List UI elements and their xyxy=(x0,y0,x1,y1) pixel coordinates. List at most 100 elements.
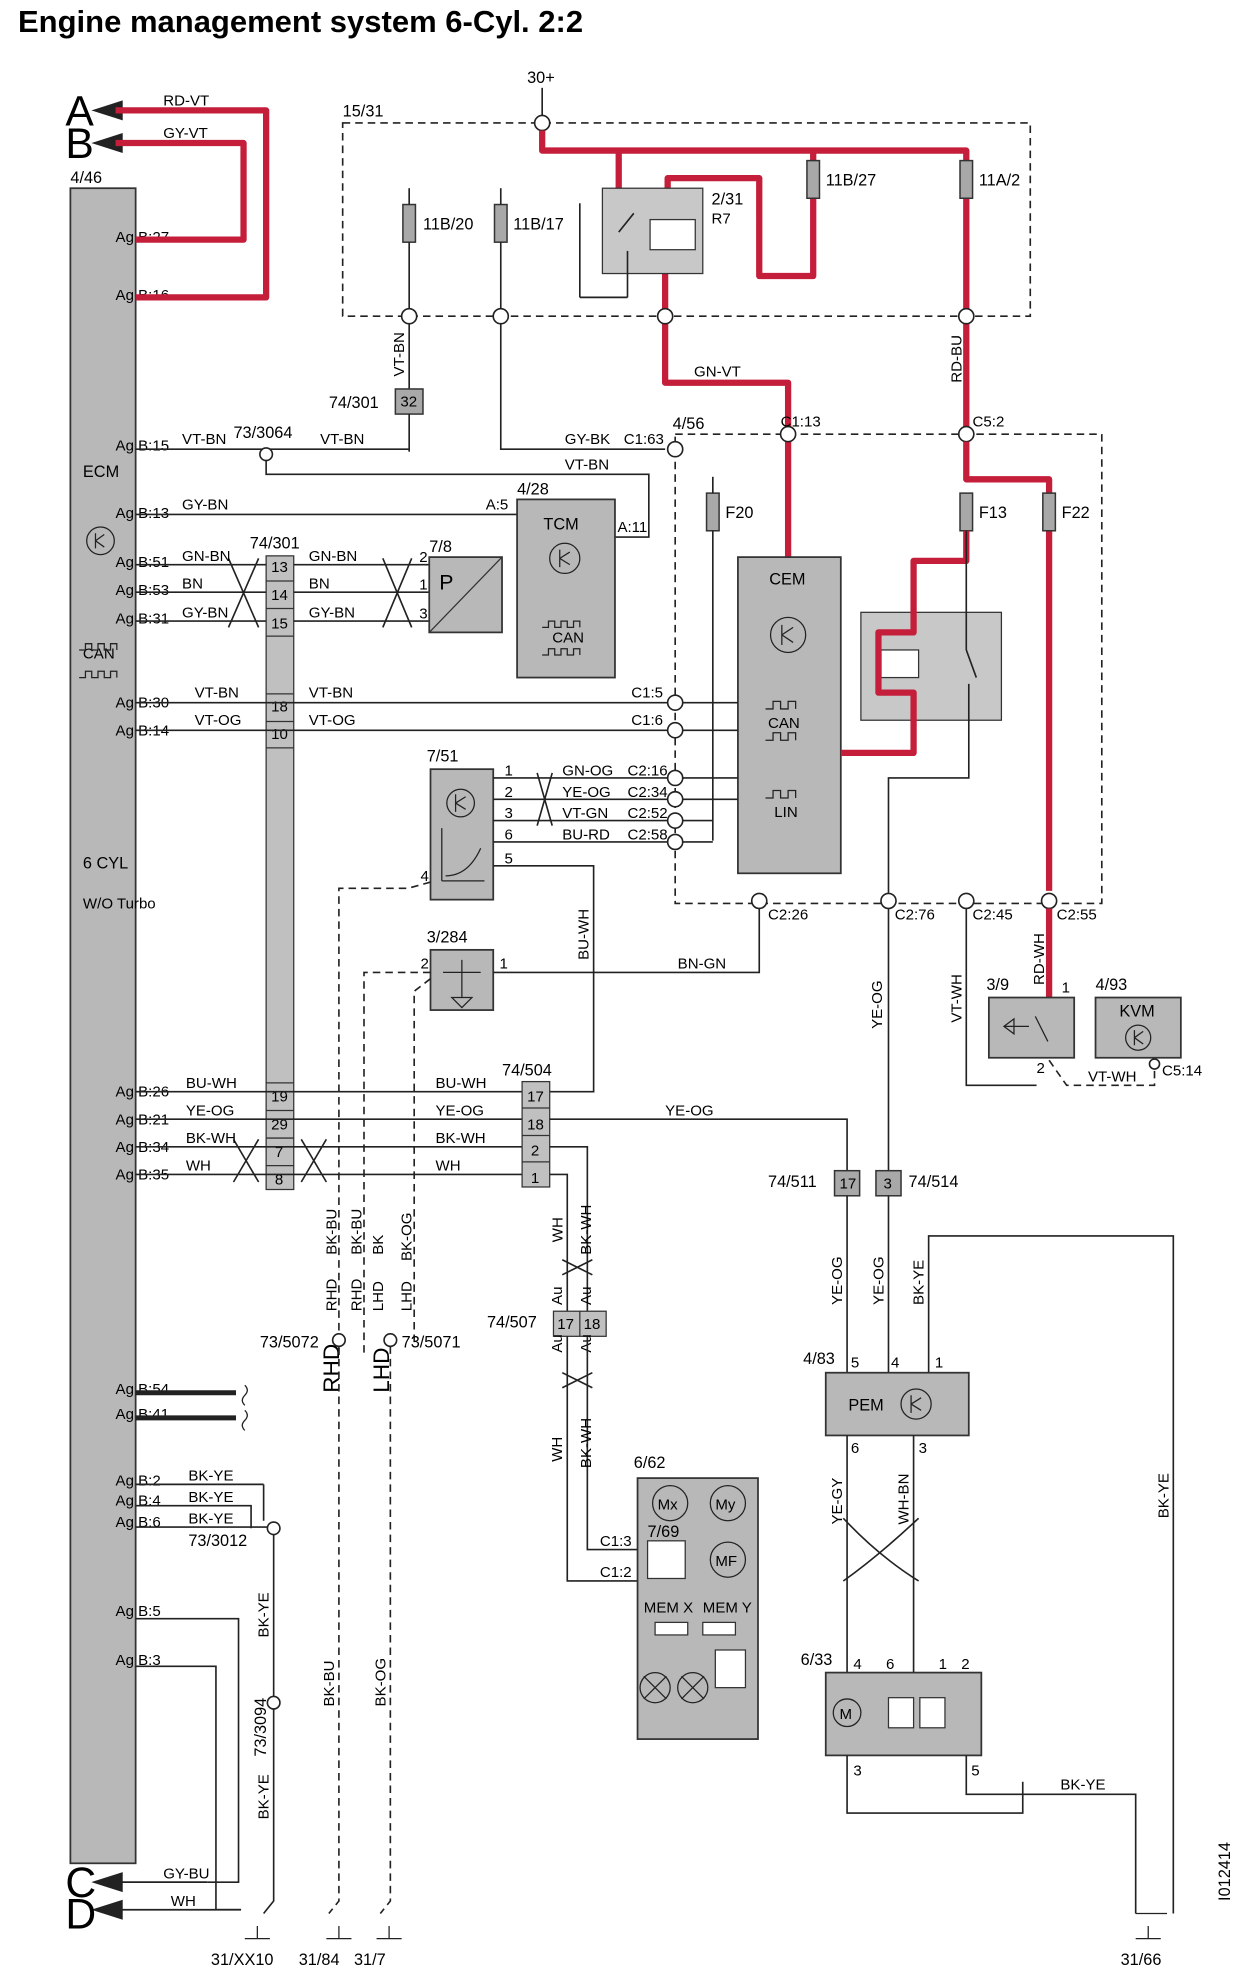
wire-label: GY-BN xyxy=(309,604,355,621)
pin-label: 18 xyxy=(584,1316,601,1333)
pin-label: 18 xyxy=(271,698,288,715)
component-ref: 73/3012 xyxy=(188,1532,247,1550)
wire-label: BK-WH xyxy=(436,1130,486,1147)
pin-label: 7 xyxy=(275,1144,283,1161)
pin-label: 4 xyxy=(891,1355,899,1372)
wire-label: VT-WH xyxy=(1088,1069,1136,1086)
pin-label: 2 xyxy=(420,956,428,973)
ground-label: 31/7 xyxy=(354,1951,386,1969)
component-ref: 74/504 xyxy=(502,1061,552,1079)
component-ref: 7/8 xyxy=(429,538,452,556)
wire-label: BU-WH xyxy=(436,1075,487,1092)
can-label: CAN xyxy=(768,715,800,732)
wire-label: VT-BN xyxy=(565,456,609,473)
pin-label: C1:63 xyxy=(624,431,664,448)
fuse-label: F20 xyxy=(725,504,753,522)
fuse-f22 xyxy=(1042,492,1057,532)
component-ref: 73/5071 xyxy=(402,1334,461,1352)
wire-label: RD-BU xyxy=(948,335,965,383)
wire-label: YE-OG xyxy=(870,1256,887,1305)
wire-label: YE-OG xyxy=(562,784,610,801)
component-ref: 3/284 xyxy=(427,928,468,946)
pin-label: C2:16 xyxy=(628,762,668,779)
wire-label: RHD xyxy=(348,1278,365,1311)
pin-label: 5 xyxy=(505,850,513,867)
wire-label: BK-YE xyxy=(911,1260,928,1305)
wire-label: BK-YE xyxy=(188,1489,233,1506)
pin-label: 6 xyxy=(851,1440,859,1457)
pin-label: C2:58 xyxy=(628,826,668,843)
component-ref: 6/62 xyxy=(634,1454,666,1472)
wire-label: BK-OG xyxy=(372,1658,389,1707)
component-ref: 73/3094 xyxy=(252,1698,270,1757)
wire-label: BK-BU xyxy=(323,1209,340,1255)
ecm-sub: W/O Turbo xyxy=(83,895,156,912)
pin-label: 1 xyxy=(531,1170,539,1187)
component-ref: 4/83 xyxy=(803,1350,835,1368)
pin-label: C1:2 xyxy=(600,1564,632,1581)
fuse-11b17 xyxy=(493,203,508,243)
motor-label: My xyxy=(715,1496,736,1513)
wire-label: BK-YE xyxy=(256,1592,273,1637)
wire-label: BU-WH xyxy=(576,909,593,960)
wire-label: BN xyxy=(309,575,330,592)
actuator-6-62 xyxy=(636,1477,759,1740)
pin-label: 2 xyxy=(419,549,427,566)
pin-label: C2:76 xyxy=(895,907,935,924)
pin-label: 3 xyxy=(419,606,427,623)
wire-label: BN-GN xyxy=(678,956,726,973)
wire-label: WH xyxy=(549,1217,566,1242)
pin-label: C2:55 xyxy=(1057,907,1097,924)
wire-label: BK-YE xyxy=(256,1774,273,1819)
component-ref: 7/69 xyxy=(648,1523,680,1541)
component-ref: 7/51 xyxy=(427,748,459,766)
pin-label: 13 xyxy=(271,559,288,576)
ecm-variant: 6 CYL xyxy=(83,854,128,872)
wire-label: BK-BU xyxy=(321,1660,338,1706)
pin-label: 8 xyxy=(275,1171,283,1188)
wire-label: VT-BN xyxy=(320,431,364,448)
fuse-11a2 xyxy=(959,159,974,200)
supply-label: 30+ xyxy=(527,69,555,87)
wire-label: RD-VT xyxy=(163,92,209,109)
component-ref: 6/33 xyxy=(801,1651,833,1669)
wire-label: RD-WH xyxy=(1031,933,1048,985)
ecm-pin: Ag B:6 xyxy=(116,1514,161,1531)
wire-label: WH xyxy=(549,1437,566,1462)
terminal-a: A xyxy=(65,87,94,135)
pin-label: C1:3 xyxy=(600,1533,632,1550)
wire-label: BK-BU xyxy=(348,1209,365,1255)
component-ref: 4/93 xyxy=(1096,976,1128,994)
wire-label: GY-BN xyxy=(182,496,228,513)
pin-label: 2 xyxy=(1037,1060,1045,1077)
lin-label: LIN xyxy=(774,804,797,821)
ecm-pin: Ag B:51 xyxy=(116,554,170,571)
pin-label: 5 xyxy=(971,1762,979,1779)
wire-label: VT-GN xyxy=(562,805,608,822)
wire-label: YE-OG xyxy=(829,1256,846,1305)
pin-label: 4 xyxy=(420,868,428,885)
pin-label: C5:14 xyxy=(1162,1062,1202,1079)
terminal-b: B xyxy=(65,120,93,168)
connector-74-514 xyxy=(875,1169,902,1197)
wire-label: VT-BN xyxy=(182,431,226,448)
wire-label: BK-WH xyxy=(578,1418,595,1468)
wire-label: BU-RD xyxy=(562,826,610,843)
pin-label: 1 xyxy=(935,1355,943,1372)
wire-label: WH xyxy=(186,1158,211,1175)
pin-label: 3 xyxy=(919,1440,927,1457)
ecm-pin: Ag B:54 xyxy=(116,1381,170,1398)
component-ref: 74/514 xyxy=(909,1173,959,1191)
pin-label: C1:13 xyxy=(781,414,821,431)
figure-id: I012414 xyxy=(1216,1842,1234,1901)
pin-label: 17 xyxy=(557,1316,574,1333)
ecm-pin: Ag B:5 xyxy=(116,1603,161,1620)
wire-label: GN-OG xyxy=(562,762,613,779)
pin-label: C5:2 xyxy=(973,414,1005,431)
motor-label: Mx xyxy=(658,1496,679,1513)
wire-label: BK-YE xyxy=(188,1510,233,1527)
wire-label: GY-BU xyxy=(163,1865,209,1882)
fuse-f20 xyxy=(705,492,720,532)
pin-label: 17 xyxy=(840,1175,857,1192)
pin-label: 6 xyxy=(505,826,513,843)
